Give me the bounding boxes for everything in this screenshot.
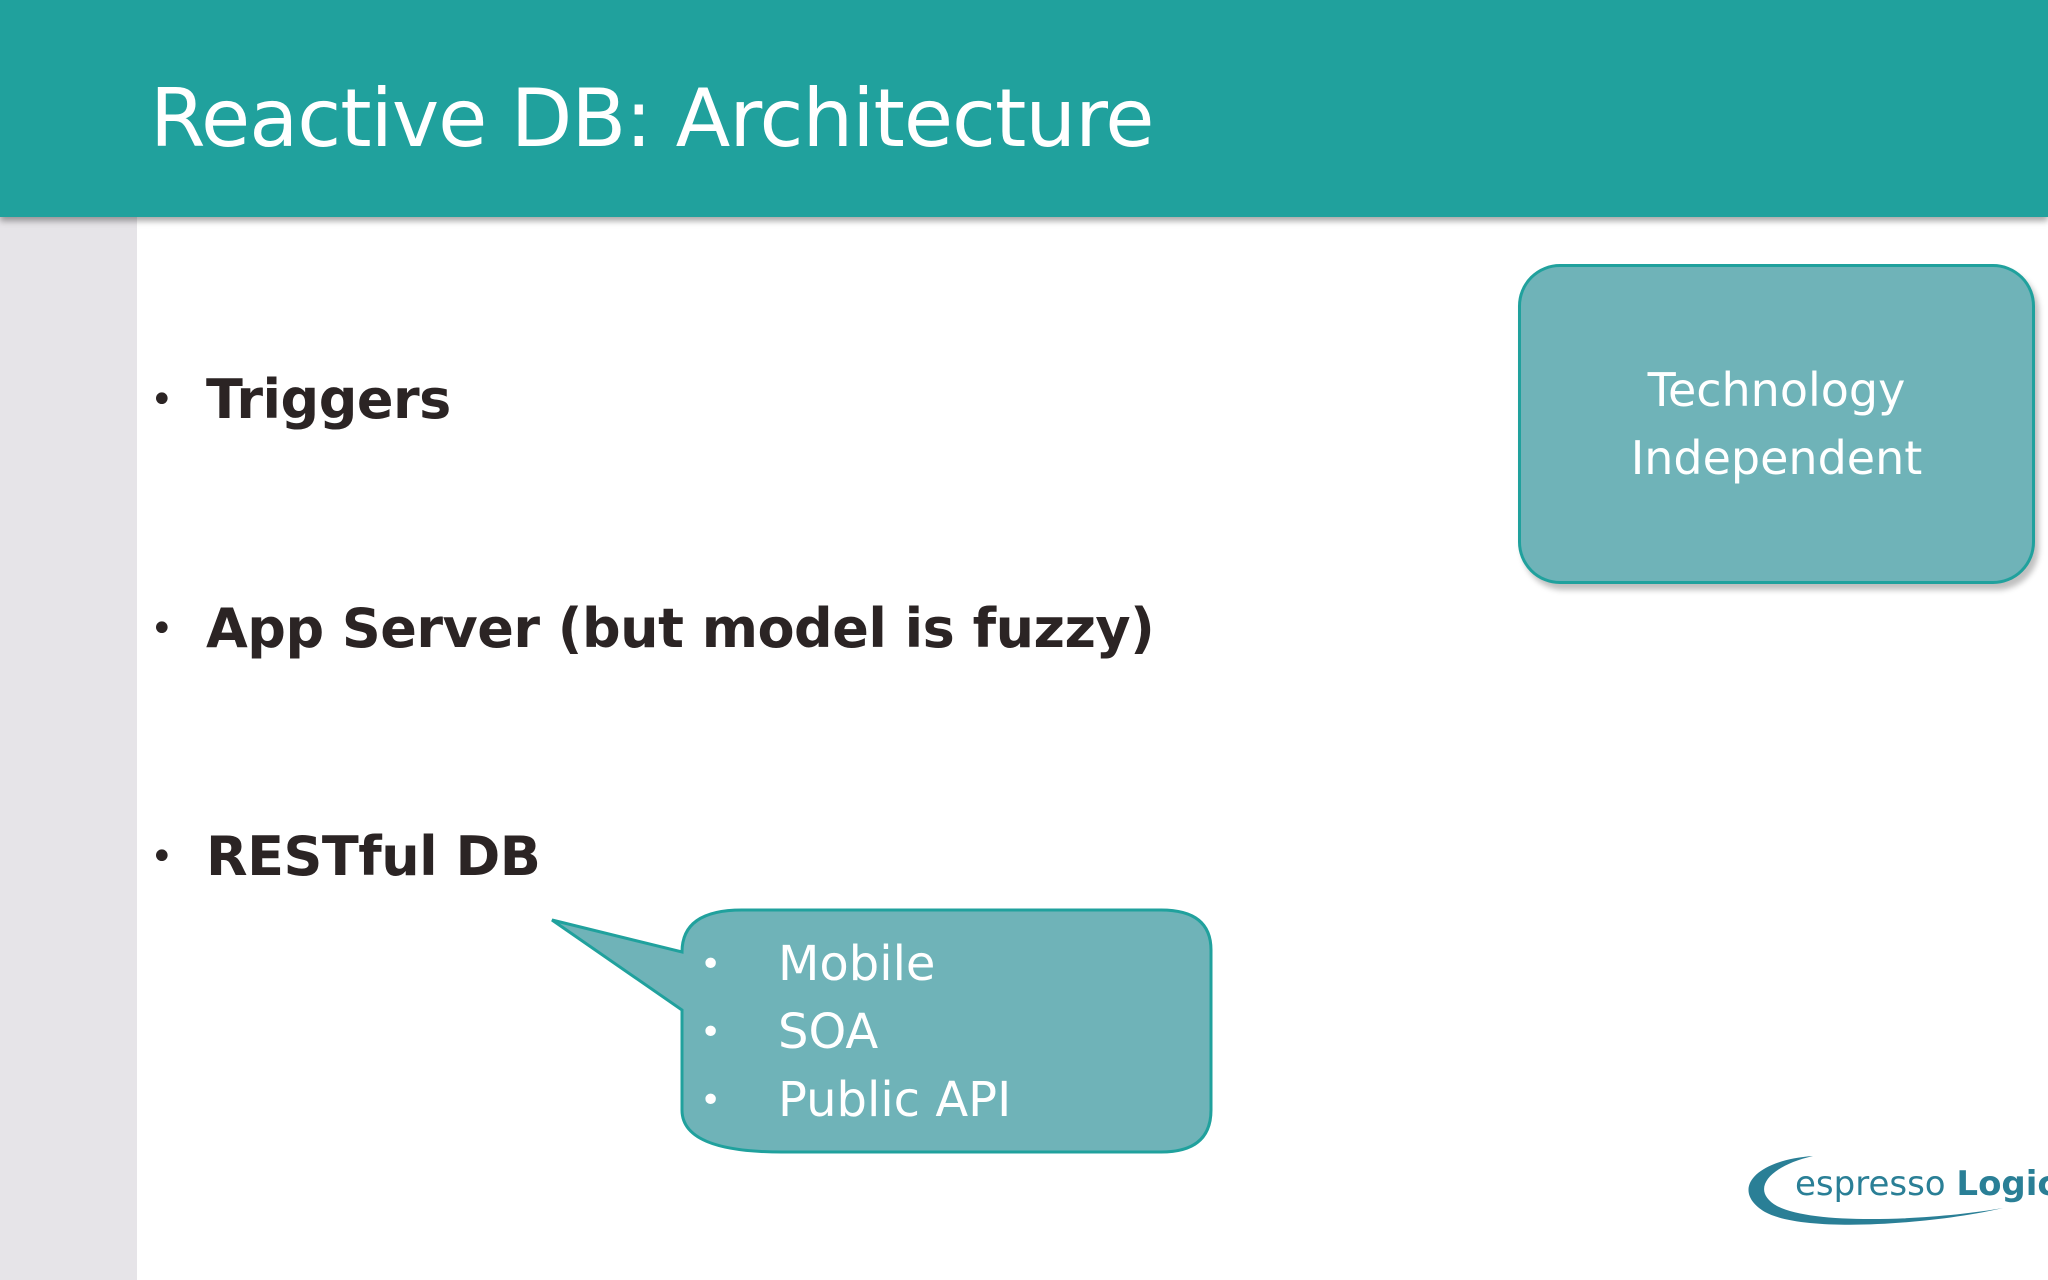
bullet-text: Triggers — [206, 368, 451, 431]
list-item-text: Mobile — [778, 936, 936, 992]
bullet-icon: • — [700, 1011, 722, 1053]
list-item-text: SOA — [778, 1004, 879, 1060]
bullet-text: RESTful DB — [206, 825, 541, 888]
technology-independent-callout: Technology Independent — [1518, 264, 2035, 584]
list-item: • SOA — [700, 998, 1011, 1066]
bullet-icon: • — [700, 1079, 722, 1121]
slide-title: Reactive DB: Architecture — [150, 72, 1154, 165]
bullet-item-triggers: • Triggers — [150, 368, 451, 431]
speech-bubble-shape — [551, 908, 1213, 1154]
logo-text: espresso Logic — [1795, 1164, 2048, 1204]
bullet-text: App Server (but model is fuzzy) — [206, 597, 1155, 660]
list-item: • Mobile — [700, 930, 1011, 998]
bullet-item-restful-db: • RESTful DB — [150, 825, 541, 888]
speech-bubble-list: • Mobile • SOA • Public API — [700, 930, 1011, 1134]
bullet-item-app-server: • App Server (but model is fuzzy) — [150, 597, 1155, 660]
list-item-text: Public API — [778, 1072, 1012, 1128]
bullet-icon: • — [150, 605, 174, 652]
logo-text-part-2: Logic — [1956, 1164, 2048, 1204]
bullet-icon: • — [700, 943, 722, 985]
bullet-icon: • — [150, 376, 174, 423]
left-margin-band — [0, 217, 137, 1280]
espresso-logic-logo: espresso Logic — [1735, 1150, 2048, 1230]
logo-text-part-1: espresso — [1795, 1164, 1946, 1204]
speech-bubble: • Mobile • SOA • Public API — [550, 908, 1213, 1156]
callout-line-1: Technology — [1647, 363, 1906, 417]
callout-line-2: Independent — [1630, 431, 1923, 485]
list-item: • Public API — [700, 1066, 1011, 1134]
bullet-icon: • — [150, 833, 174, 880]
slide-header: Reactive DB: Architecture — [0, 0, 2048, 217]
